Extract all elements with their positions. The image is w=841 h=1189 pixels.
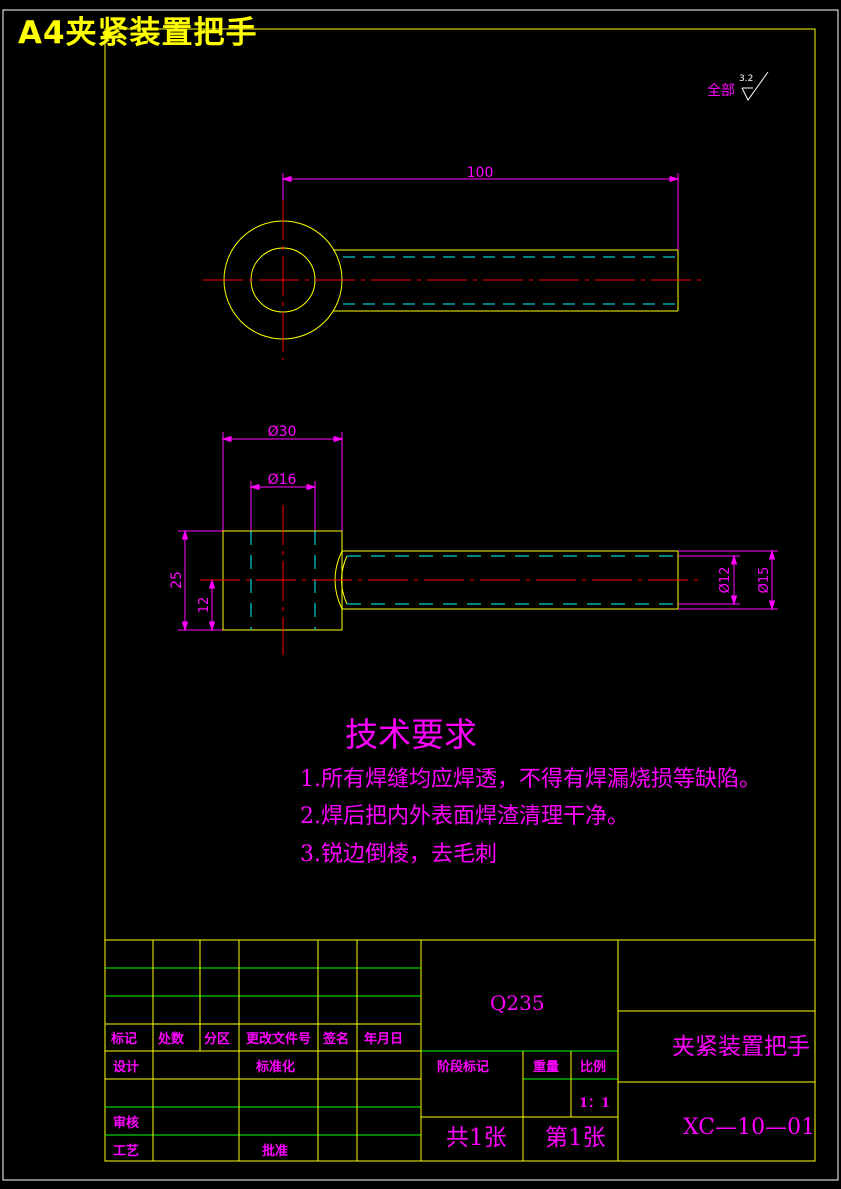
label-stage-mark: 阶段标记 bbox=[437, 1059, 489, 1075]
label-zone: 分区 bbox=[204, 1031, 230, 1047]
label-signature: 签名 bbox=[322, 1031, 349, 1047]
tube-outer-label: Ø15 bbox=[757, 567, 772, 594]
part-name: 夹紧装置把手 bbox=[672, 1034, 810, 1060]
length-dimension-label: 100 bbox=[467, 165, 494, 181]
title-block-grid bbox=[104, 939, 816, 1162]
total-sheets: 共1张 bbox=[446, 1125, 507, 1151]
requirement-item: 1.所有焊缝均应焊透，不得有焊漏烧损等缺陷。 bbox=[300, 767, 761, 792]
roughness-value: 3.2 bbox=[739, 74, 753, 84]
top-view: 100 bbox=[203, 165, 703, 360]
bore-diameter-label: Ø16 bbox=[268, 472, 297, 488]
sheet-border bbox=[2, 9, 839, 1181]
label-design: 设计 bbox=[113, 1059, 139, 1075]
label-date: 年月日 bbox=[364, 1031, 403, 1047]
height-label: 25 bbox=[169, 571, 185, 589]
technical-requirements-title: 技术要求 bbox=[345, 715, 477, 754]
roughness-symbol-icon bbox=[741, 71, 769, 101]
length-dimension bbox=[281, 173, 680, 250]
requirement-item: 2.焊后把内外表面焊渣清理干净。 bbox=[300, 804, 629, 829]
scale-value: 1：1 bbox=[579, 1096, 610, 1111]
half-height-label: 12 bbox=[197, 597, 212, 614]
sheet-title-banner: A4夹紧装置把手 bbox=[18, 15, 258, 51]
label-change-doc: 更改文件号 bbox=[246, 1031, 311, 1047]
label-review: 审核 bbox=[113, 1115, 139, 1131]
label-process: 工艺 bbox=[113, 1143, 139, 1159]
label-weight: 重量 bbox=[533, 1059, 559, 1075]
drawing-number: XC—10—01 bbox=[683, 1115, 816, 1140]
outer-diameter-label: Ø30 bbox=[268, 424, 297, 440]
front-view: Ø30 Ø16 25 12 Ø12 Ø15 bbox=[169, 424, 778, 655]
requirement-item: 3.锐边倒棱，去毛刺 bbox=[300, 842, 497, 867]
tube-inner-label: Ø12 bbox=[718, 567, 733, 594]
label-scale: 比例 bbox=[580, 1059, 606, 1075]
label-standardization: 标准化 bbox=[255, 1059, 295, 1075]
label-approval: 批准 bbox=[262, 1143, 288, 1159]
sheet-number: 第1张 bbox=[545, 1125, 606, 1151]
roughness-prefix: 全部 bbox=[707, 83, 735, 99]
material-value: Q235 bbox=[490, 991, 545, 1015]
label-count: 处数 bbox=[157, 1031, 185, 1047]
label-mark: 标记 bbox=[110, 1031, 137, 1047]
title-block-labels: 标记 处数 分区 更改文件号 签名 年月日 设计 标准化 阶段标记 重量 比例 … bbox=[110, 1031, 610, 1159]
